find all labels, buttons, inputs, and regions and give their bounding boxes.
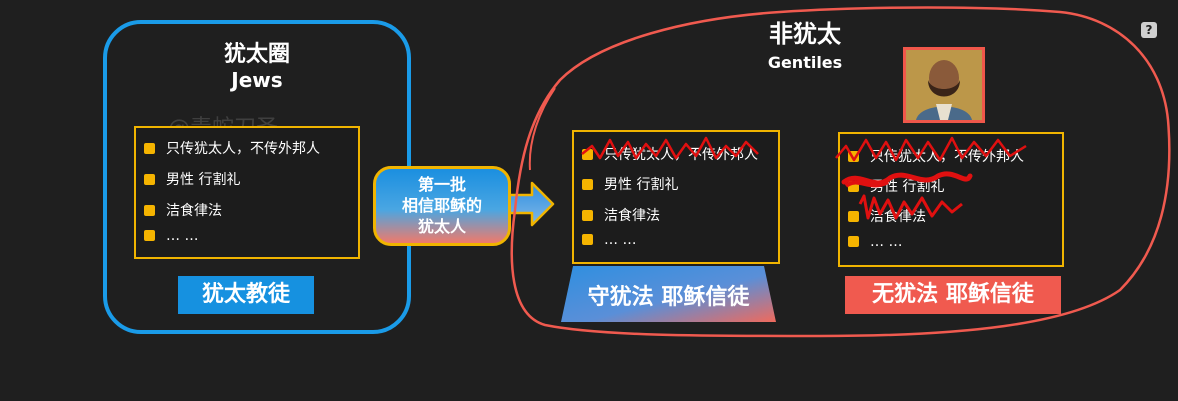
jews-label: 犹太教徒 bbox=[178, 276, 314, 314]
bullet-icon bbox=[582, 179, 593, 190]
bullet-icon bbox=[848, 211, 859, 222]
torah-free-label: 无犹法 耶稣信徒 bbox=[845, 276, 1061, 314]
jews-title-en: Jews bbox=[231, 68, 283, 92]
strikethrough-scribble bbox=[581, 136, 759, 160]
apostle-portrait bbox=[903, 47, 985, 123]
bullet-icon bbox=[144, 230, 155, 241]
jews-rules-list: 只传犹太人，不传外邦人 男性 行割礼 洁食律法 … … bbox=[134, 126, 360, 259]
gentiles-title-en: Gentiles bbox=[767, 53, 843, 72]
torah-observant-label-bg bbox=[561, 266, 776, 322]
bullet-icon bbox=[582, 234, 593, 245]
list-item: 男性 行割礼 bbox=[144, 169, 240, 189]
bullet-icon bbox=[144, 205, 155, 216]
list-item: … … bbox=[848, 234, 902, 250]
bullet-icon bbox=[848, 151, 859, 162]
list-item: 男性 行割礼 bbox=[848, 176, 944, 196]
list-item: … … bbox=[582, 232, 636, 248]
strikethrough-scribble bbox=[835, 136, 1027, 220]
bullet-icon bbox=[848, 181, 859, 192]
portrait-image-icon bbox=[906, 50, 982, 120]
bullet-icon bbox=[144, 174, 155, 185]
list-item: 只传犹太人，不传外邦人 bbox=[144, 138, 320, 158]
help-icon[interactable]: ? bbox=[1141, 22, 1157, 38]
transfer-line: 相信耶稣的 bbox=[401, 196, 482, 215]
bullet-icon bbox=[582, 210, 593, 221]
gentiles-title: 非犹太 Gentiles bbox=[735, 14, 875, 72]
list-item: 只传犹太人，不传外邦人 bbox=[848, 146, 1024, 166]
list-item: … … bbox=[144, 228, 198, 244]
bullet-icon bbox=[144, 143, 155, 154]
list-item: 洁食律法 bbox=[144, 200, 222, 220]
jews-title-cn: 犹太圈 bbox=[223, 42, 290, 67]
torah-observant-label: 守犹法 耶稣信徒 bbox=[587, 285, 750, 310]
transfer-line: 第一批 bbox=[417, 175, 466, 194]
list-item: 男性 行割礼 bbox=[582, 174, 678, 194]
transfer-line: 犹太人 bbox=[417, 217, 466, 236]
gentiles-title-cn: 非犹太 bbox=[769, 20, 841, 48]
first-believers-box: 第一批 相信耶稣的 犹太人 bbox=[373, 166, 511, 246]
list-item: 洁食律法 bbox=[582, 205, 660, 225]
bullet-icon bbox=[582, 149, 593, 160]
torah-observant-rules-list: 只传犹太人，不传外邦人 男性 行割礼 洁食律法 … … bbox=[572, 130, 780, 264]
bullet-icon bbox=[848, 236, 859, 247]
